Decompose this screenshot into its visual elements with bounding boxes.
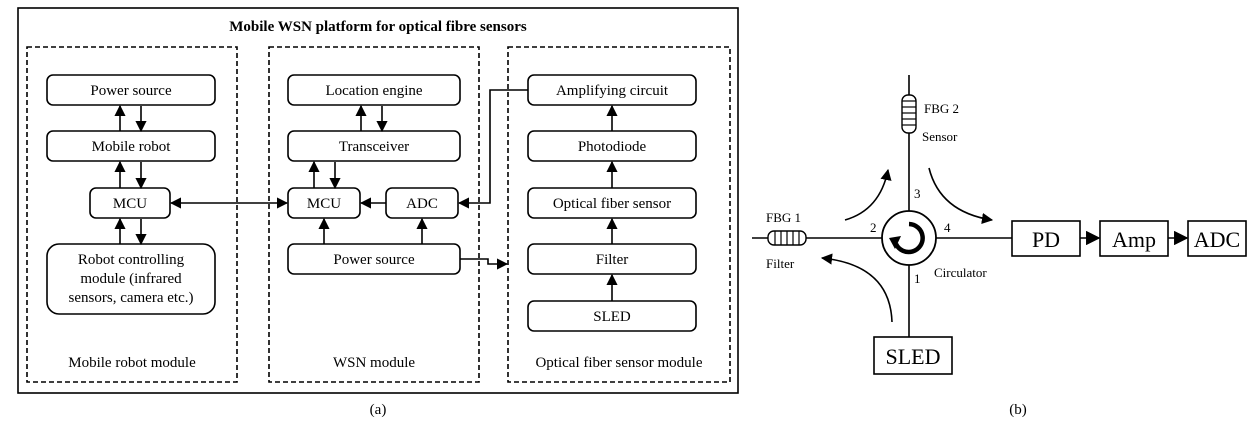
wsn-module-frame bbox=[268, 46, 480, 383]
amplifying-circuit-label: Amplifying circuit bbox=[556, 83, 669, 99]
pd-box bbox=[1011, 220, 1081, 257]
wsn-module-label: WSN module bbox=[333, 355, 415, 371]
amp-to-adc-arrow bbox=[457, 89, 528, 209]
amp-box bbox=[1099, 220, 1169, 257]
sled-source-box bbox=[873, 336, 953, 375]
amp-label: Amp bbox=[1112, 227, 1156, 252]
fbg2-grating bbox=[901, 94, 917, 134]
transceiver-label: Transceiver bbox=[339, 139, 409, 155]
fbg1-grating bbox=[767, 230, 807, 246]
optical-fiber-sensor-label: Optical fiber sensor bbox=[553, 196, 671, 212]
flow-arrow-1-to-2 bbox=[820, 253, 893, 323]
robot-controller-line3: sensors, camera etc.) bbox=[69, 290, 194, 306]
port-1-label: 1 bbox=[914, 271, 921, 286]
circulator-outer bbox=[881, 210, 937, 266]
port-2-label: 2 bbox=[870, 220, 877, 235]
panel-a: Mobile WSN platform for optical fibre se… bbox=[17, 7, 739, 418]
circulator-label: Circulator bbox=[934, 265, 987, 280]
fiber-module-label: Optical fiber sensor module bbox=[535, 355, 702, 371]
flow-arrow-2-to-3 bbox=[844, 168, 892, 221]
robot-controller-box bbox=[46, 243, 216, 315]
adc-box bbox=[1187, 220, 1247, 257]
wsn-power-source-label: Power source bbox=[333, 252, 415, 268]
fbg1-role: Filter bbox=[766, 256, 795, 271]
fbg2-role: Sensor bbox=[922, 129, 958, 144]
fbg2-label: FBG 2 bbox=[924, 101, 959, 116]
robot-power-source-box bbox=[46, 74, 216, 106]
photodiode-label: Photodiode bbox=[578, 139, 647, 155]
robot-controller-line1: Robot controlling bbox=[78, 252, 185, 268]
panel-b: FBG 2 Sensor FBG 1 Filter Circulator 3 2… bbox=[752, 75, 1247, 418]
fbg1-label: FBG 1 bbox=[766, 210, 801, 225]
port-4-label: 4 bbox=[944, 220, 951, 235]
platform-frame bbox=[17, 7, 739, 394]
flow-arrow-3-to-4 bbox=[928, 167, 994, 224]
robot-module-label: Mobile robot module bbox=[68, 355, 196, 371]
circulator-rotation-icon bbox=[889, 221, 925, 255]
caption-b: (b) bbox=[1009, 402, 1027, 418]
caption-a: (a) bbox=[370, 402, 387, 418]
wsn-mcu-label: MCU bbox=[307, 196, 341, 212]
robot-arrows bbox=[114, 104, 147, 246]
transceiver-box bbox=[287, 130, 461, 162]
filter-label: Filter bbox=[596, 252, 629, 268]
adc-label: ADC bbox=[1194, 227, 1240, 252]
wsn-adc-label: ADC bbox=[406, 196, 438, 212]
pd-label: PD bbox=[1032, 227, 1060, 252]
robot-controller-line2: module (infrared bbox=[80, 271, 182, 287]
robot-power-source-label: Power source bbox=[90, 83, 172, 99]
mobile-robot-box bbox=[46, 130, 216, 162]
fiber-module-frame bbox=[507, 46, 731, 383]
location-engine-label: Location engine bbox=[325, 83, 422, 99]
robot-module-frame bbox=[26, 46, 238, 383]
wsn-arrows bbox=[308, 104, 428, 244]
platform-title: Mobile WSN platform for optical fibre se… bbox=[229, 19, 527, 35]
power-to-fiber-arrow bbox=[460, 258, 509, 270]
port-3-label: 3 bbox=[914, 186, 921, 201]
location-engine-box bbox=[287, 74, 461, 106]
sled-label: SLED bbox=[593, 309, 631, 325]
robot-mcu-label: MCU bbox=[113, 196, 147, 212]
mobile-robot-label: Mobile robot bbox=[92, 139, 172, 155]
sled-source-label: SLED bbox=[886, 344, 941, 369]
